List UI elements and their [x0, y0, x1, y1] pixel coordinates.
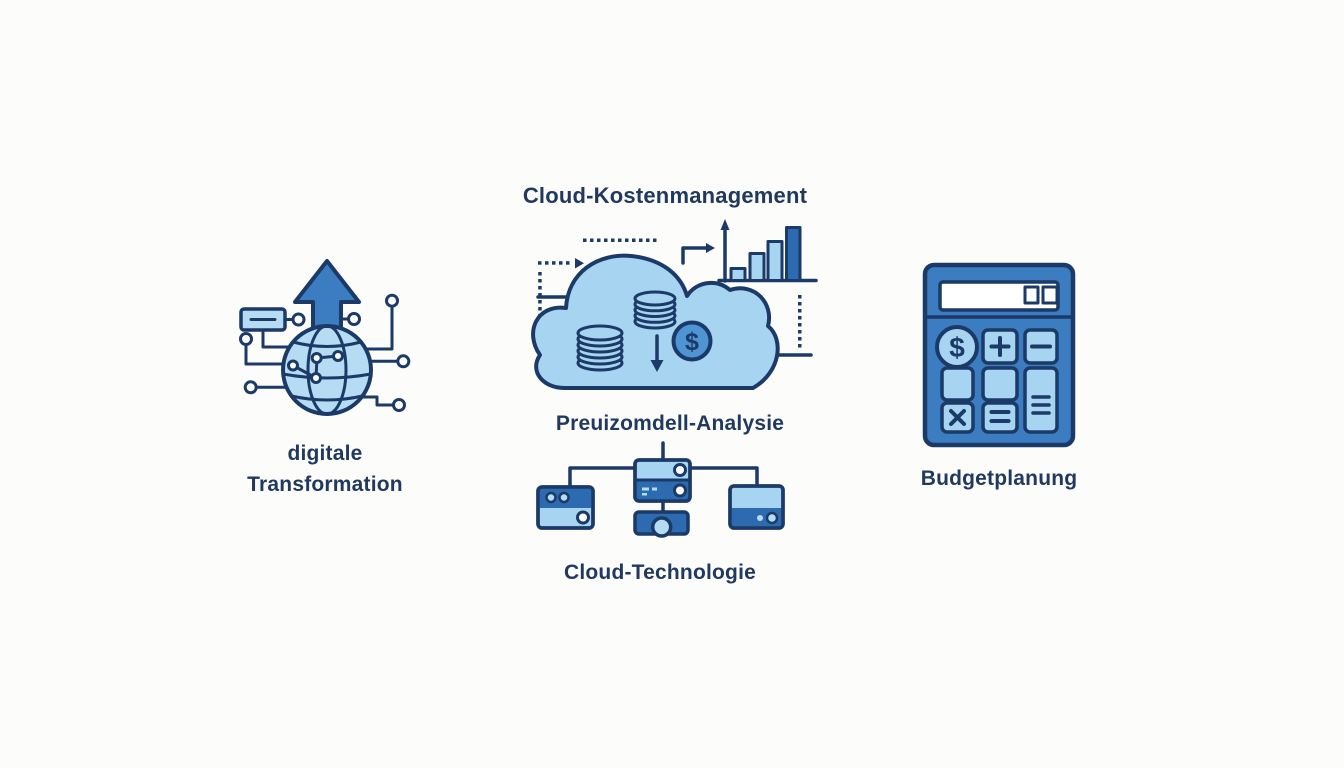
digital-transformation-line2: Transformation: [247, 473, 403, 496]
cloud-technology-label: Cloud-Technologie: [564, 561, 756, 584]
menu-key: [1023, 366, 1059, 434]
calculator-display: [938, 280, 1060, 312]
dotted-lines: [538, 238, 802, 348]
dollar-coin: $: [671, 320, 713, 362]
calculator-keys: $: [935, 325, 1059, 434]
server-right: [728, 484, 785, 530]
budget-planning-label: Budgetplanung: [920, 467, 1078, 490]
digital-transformation-line1: digitale: [287, 442, 363, 465]
dotted-arrow-right: [538, 258, 584, 269]
globe-network-arrow-icon: [239, 259, 411, 416]
multiply-key: [940, 401, 975, 434]
equals-key: [981, 401, 1019, 434]
minus-key: [1023, 328, 1059, 365]
server-left: [536, 485, 595, 530]
circuit-traces: [239, 293, 411, 412]
dollar-key-symbol: $: [949, 332, 965, 363]
server-bottom-node: [633, 510, 690, 538]
blank-key-2: [981, 366, 1019, 402]
down-arrow: [650, 334, 664, 372]
globe: [281, 324, 373, 416]
cloud-cost-management-title: Cloud-Kostenmanagement: [522, 183, 808, 208]
network-connectors: [568, 441, 759, 514]
coin-stack-left: [576, 324, 624, 372]
pricing-model-analysis-label: Preuizomdell-Analysie: [555, 412, 785, 435]
digital-transformation-label: digitale Transformation: [225, 438, 425, 500]
cloud-coins-chart-icon: $: [531, 219, 818, 390]
dollar-key: $: [935, 325, 979, 369]
coin-stack-right: [633, 290, 677, 330]
server-center: [633, 458, 692, 503]
growth-bar-chart: [717, 219, 818, 283]
plus-key: [981, 328, 1019, 365]
blank-key-1: [940, 366, 975, 402]
server-network-icon: [536, 441, 785, 538]
chip-rectangle: [239, 307, 287, 332]
dollar-coin-symbol: $: [685, 328, 699, 356]
calculator-icon: $: [922, 262, 1076, 448]
